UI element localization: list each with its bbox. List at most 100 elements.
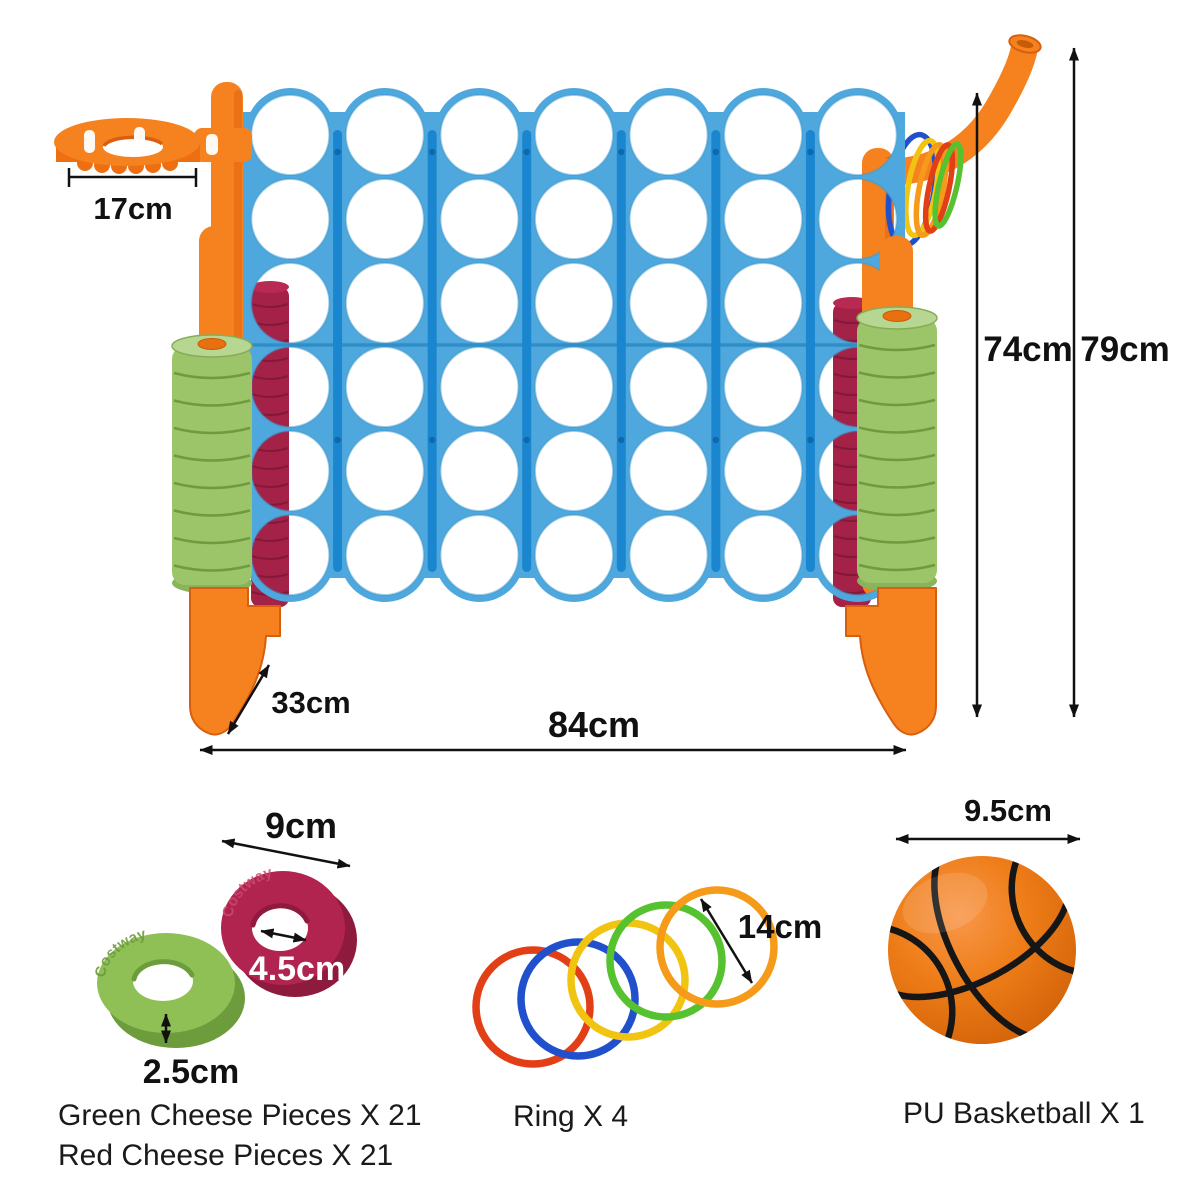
hanging-ring-green bbox=[932, 141, 964, 229]
caption-red-cheese: Red Cheese Pieces X 21 bbox=[58, 1139, 393, 1172]
rail-peg bbox=[428, 436, 436, 444]
rail-peg bbox=[334, 148, 341, 156]
hoop-slot-1 bbox=[84, 130, 95, 153]
dim-cheese-hole: 4.5cm bbox=[249, 928, 345, 988]
cheese-pieces-figure: Costway Costway 9cm 4.5cm 2.5cm bbox=[92, 805, 357, 1091]
toss-rings-figure: 14cm bbox=[472, 886, 822, 1068]
connect4-product bbox=[54, 34, 1042, 736]
board-hole bbox=[439, 430, 520, 512]
toss-ring-red bbox=[472, 946, 594, 1068]
caption-green-cheese: Green Cheese Pieces X 21 bbox=[58, 1099, 422, 1132]
dim-cheese-thickness: 2.5cm bbox=[143, 1013, 239, 1091]
leg-left bbox=[189, 587, 281, 736]
board-hole bbox=[344, 178, 425, 260]
rail-peg bbox=[712, 148, 720, 156]
board-hole bbox=[344, 94, 425, 176]
board-hole bbox=[723, 346, 804, 428]
captions: Green Cheese Pieces X 21 Red Cheese Piec… bbox=[58, 1097, 1145, 1172]
board-hole bbox=[628, 514, 709, 596]
board-hole bbox=[344, 430, 425, 512]
rail-peg bbox=[523, 436, 530, 444]
dim-cheese-diameter: 9cm bbox=[221, 805, 351, 869]
board-hole bbox=[534, 346, 614, 428]
leg-right bbox=[845, 587, 937, 736]
game-board bbox=[240, 84, 908, 608]
rail-peg bbox=[523, 148, 530, 156]
rail-peg bbox=[428, 148, 436, 156]
hoop-opening-shadow bbox=[102, 135, 164, 147]
board-hole bbox=[439, 514, 520, 596]
board-hole bbox=[628, 346, 709, 428]
dim-total-height: 79cm bbox=[1069, 47, 1170, 718]
dim-basketball-diameter-label: 9.5cm bbox=[964, 793, 1052, 828]
board-rail bbox=[333, 130, 343, 572]
board-rail bbox=[522, 130, 532, 572]
rail-peg bbox=[807, 148, 814, 156]
dim-hoop-width-label: 17cm bbox=[93, 191, 172, 226]
board-hole bbox=[723, 178, 804, 260]
front-post-right bbox=[880, 236, 913, 324]
dim-cheese-diameter-label: 9cm bbox=[265, 805, 337, 846]
dim-hoop-width: 17cm bbox=[67, 168, 198, 226]
green-cheese-piece: Costway bbox=[92, 925, 245, 1048]
dim-basketball-diameter: 9.5cm bbox=[895, 793, 1081, 844]
board-hole bbox=[723, 94, 804, 176]
red-piece-hole-shadow bbox=[250, 903, 310, 928]
board-hole bbox=[817, 178, 898, 260]
board-hole bbox=[250, 178, 331, 260]
ring-toss-hook bbox=[862, 36, 1038, 186]
dim-width: 84cm bbox=[199, 704, 907, 755]
toss-ring-blue bbox=[517, 938, 639, 1060]
dim-cheese-thickness-label: 2.5cm bbox=[143, 1053, 239, 1091]
dim-frame-height-label: 74cm bbox=[983, 330, 1073, 369]
green-piece-hole-shadow bbox=[131, 959, 195, 982]
dim-ring-diameter: 14cm bbox=[699, 898, 822, 984]
basketball-hoop bbox=[54, 118, 252, 174]
board-hole bbox=[439, 178, 520, 260]
front-post-left bbox=[199, 226, 231, 350]
board-hole bbox=[439, 346, 520, 428]
green-piece-hole bbox=[133, 961, 193, 1001]
board-hole bbox=[250, 262, 331, 344]
dim-total-height-label: 79cm bbox=[1080, 330, 1170, 369]
caption-basketball: PU Basketball X 1 bbox=[903, 1097, 1145, 1130]
board-hole bbox=[817, 94, 898, 176]
hoop-slot-2 bbox=[134, 127, 145, 150]
basketball-figure: 9.5cm bbox=[880, 793, 1084, 1048]
green-disc-stack-right bbox=[856, 306, 938, 592]
board-hole bbox=[628, 262, 709, 344]
board-rail bbox=[616, 130, 626, 572]
board-rail bbox=[805, 130, 815, 572]
board-hole-rims bbox=[250, 94, 898, 596]
dim-depth: 33cm bbox=[226, 664, 351, 735]
board-hole bbox=[628, 94, 709, 176]
board-hole bbox=[344, 346, 425, 428]
board-hole bbox=[439, 94, 520, 176]
hanging-ring-red bbox=[922, 142, 956, 234]
rail-peg bbox=[618, 436, 625, 444]
dim-frame-height: 74cm bbox=[972, 92, 1073, 718]
basketball-highlight bbox=[902, 872, 988, 934]
board-rail bbox=[427, 130, 437, 572]
board-hole bbox=[628, 430, 709, 512]
hoop-opening bbox=[103, 137, 163, 157]
toss-ring-orange bbox=[656, 886, 778, 1008]
dimension-annotations: 17cm 74cm 79cm 33cm 84cm bbox=[67, 47, 1170, 755]
board-hole bbox=[439, 262, 520, 344]
board-hole bbox=[534, 94, 614, 176]
board-hole bbox=[534, 514, 614, 596]
hanging-ring-orange bbox=[913, 142, 949, 238]
board-hole bbox=[723, 262, 804, 344]
hook-tip-opening bbox=[1016, 40, 1034, 48]
board-hole bbox=[534, 178, 614, 260]
rail-peg bbox=[334, 436, 341, 444]
dim-ring-diameter-label: 14cm bbox=[738, 908, 822, 945]
green-disc-stack-left bbox=[171, 334, 253, 594]
hoop-bracket bbox=[194, 128, 252, 162]
board-rail bbox=[711, 130, 721, 572]
board-hole bbox=[723, 514, 804, 596]
board-hole bbox=[534, 430, 614, 512]
basketball-seams bbox=[880, 852, 1084, 1048]
board-hole bbox=[344, 514, 425, 596]
